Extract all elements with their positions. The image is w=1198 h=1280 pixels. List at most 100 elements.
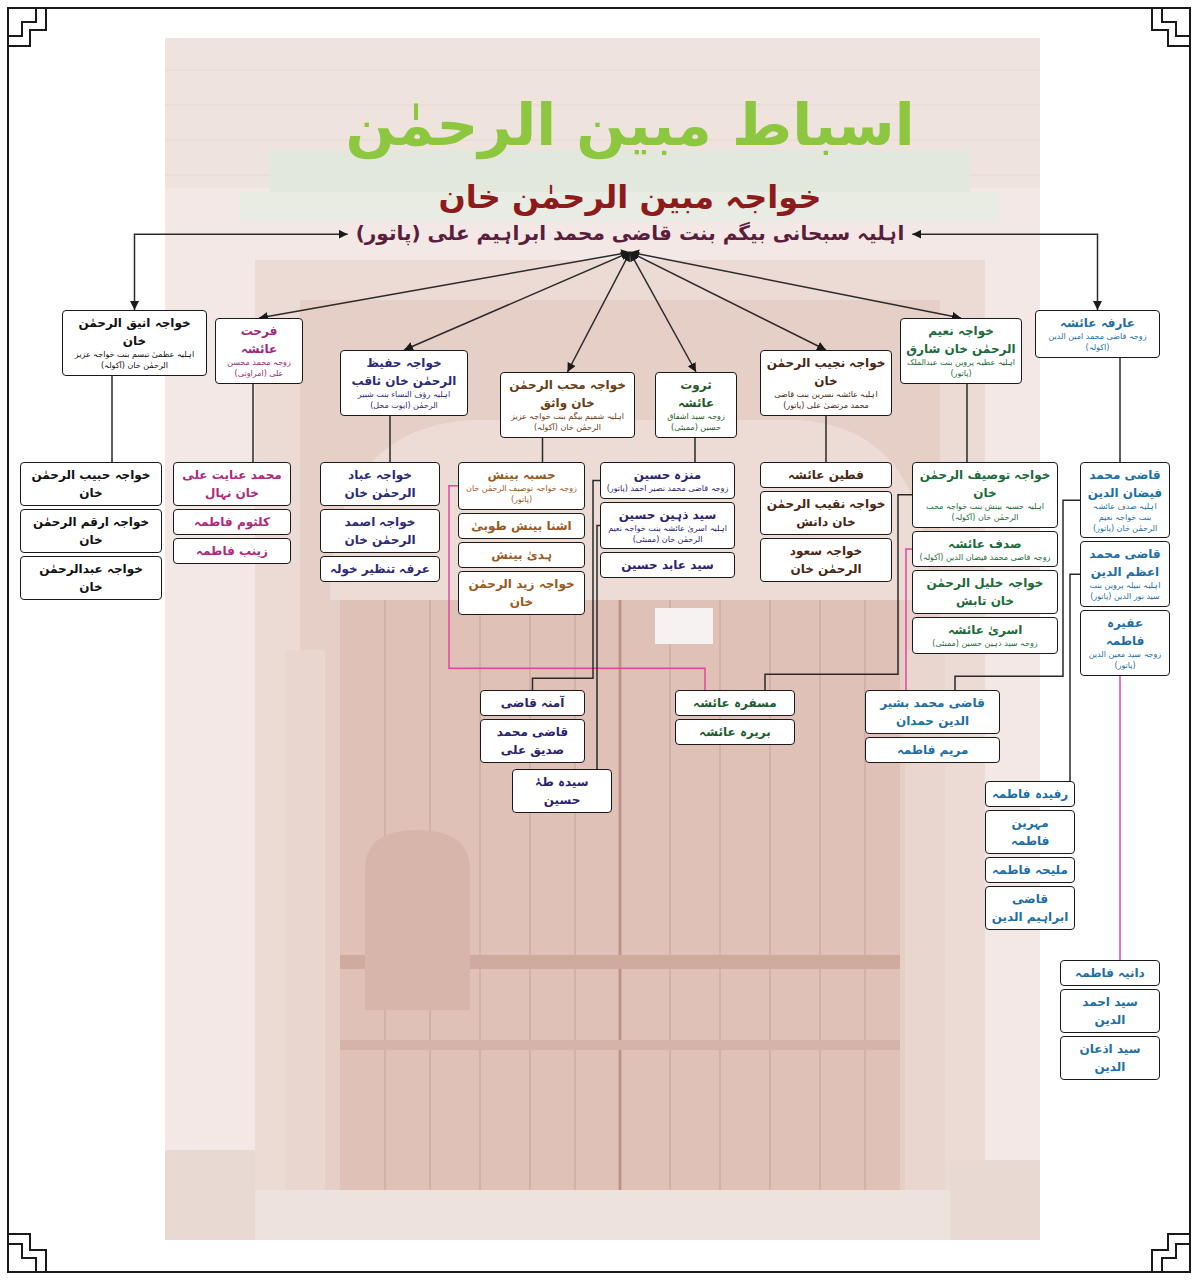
person-box: سید احمد الدین xyxy=(1060,989,1160,1033)
person-name: ہدیٰ بینش xyxy=(464,546,579,564)
frame-corner xyxy=(8,1234,46,1272)
person-box: عارفہ عائشہزوجہ قاضی محمد امین الدین (اک… xyxy=(1035,310,1160,358)
person-name: قاضی محمد بشیر الدین حمدان xyxy=(871,694,994,730)
diagram-title: اسباط مبین الرحمٰن xyxy=(345,88,914,163)
person-box: عرفہ تنظیر خولہ xyxy=(320,556,440,582)
person-name: سید ذہین حسین xyxy=(606,506,729,524)
spouse-note: زوجہ محمد محسن علی (امراوتی) xyxy=(221,358,297,380)
door-sign xyxy=(655,608,713,644)
person-name: سید عابد حسین xyxy=(606,556,729,574)
root-spouse: اہلیہ سبحانی بیگم بنت قاضی محمد ابراہیم … xyxy=(356,219,905,248)
spouse-note: اہلیہ عظمیٰ تبسم بنت خواجہ عزیز الرحمٰن … xyxy=(68,350,201,372)
spouse-note: اہلیہ رؤف النساء بنت شبیر الرحمٰن (ایوت … xyxy=(346,390,462,412)
person-name: محمد عنایت علی خان نہال xyxy=(179,466,285,502)
step xyxy=(165,1150,255,1240)
person-box: مریم فاطمہ xyxy=(865,737,1000,763)
person-box: حسبہ بینشزوجہ خواجہ توصیف الرحمٰن خان (پ… xyxy=(458,462,585,510)
family-link xyxy=(135,234,348,310)
family-link xyxy=(1070,574,1080,781)
person-box: قاضی محمد بشیر الدین حمدان xyxy=(865,690,1000,734)
person-name: آمنہ قاضی xyxy=(486,694,579,712)
person-box: قاضی محمد صدیق علی xyxy=(480,719,585,763)
person-box: مسفرہ عائشہ xyxy=(675,690,795,716)
person-name: صدف عائشہ xyxy=(918,535,1052,553)
person-name: خواجہ سعود الرحمٰن خان xyxy=(766,542,886,578)
person-name: دانیہ فاطمہ xyxy=(1066,964,1154,982)
person-name: خواجہ حبیب الرحمٰن خان xyxy=(26,466,156,502)
spouse-note: زوجہ سید اشفاق حسین (ممبئی) xyxy=(661,412,731,434)
spouse-note: زوجہ سید ذہین حسین (ممبئی) xyxy=(918,639,1052,650)
root-name: خواجہ مبین الرحمٰن خان xyxy=(356,176,905,219)
person-name: رفیدہ فاطمہ xyxy=(991,785,1069,803)
person-name: خواجہ خلیل الرحمٰن خان تابش xyxy=(918,574,1052,610)
person-box: خواجہ انیق الرحمٰن خاناہلیہ عظمیٰ تبسم ب… xyxy=(62,310,207,376)
person-box: خواجہ نقیب الرحمٰن خان دانش xyxy=(760,491,892,535)
person-box: زینب فاطمہ xyxy=(173,538,291,564)
person-name: خواجہ نجیب الرحمٰن خان xyxy=(766,354,886,390)
person-box: خواجہ سعود الرحمٰن خان xyxy=(760,538,892,582)
person-box: محمد عنایت علی خان نہال xyxy=(173,462,291,506)
person-name: خواجہ محب الرحمٰن خان واثق xyxy=(506,376,629,412)
person-box: خواجہ زید الرحمٰن خان xyxy=(458,571,585,615)
person-name: اسریٰ عائشہ xyxy=(918,621,1052,639)
frame-corner xyxy=(1152,8,1190,46)
person-name: ثروت عائشہ xyxy=(661,376,731,412)
spouse-note: اہلیہ صدف عائشہ بنت خواجہ نعیم الرحمٰن خ… xyxy=(1086,502,1164,534)
family-link xyxy=(568,252,631,372)
person-box: مہرین فاطمہ xyxy=(985,810,1075,854)
person-name: خواجہ اصمد الرحمٰن خان xyxy=(326,513,434,549)
person-name: فطین عائشہ xyxy=(766,466,886,484)
person-box: سید ذہین حسیناہلیہ اسریٰ عائشہ بنت خواجہ… xyxy=(600,502,735,550)
person-box: خواجہ توصیف الرحمٰن خاناہلیہ حسبہ بینش ب… xyxy=(912,462,1058,528)
person-box: خواجہ ارقم الرحمٰن خان xyxy=(20,509,162,553)
person-name: اشنا بینش طوبیٰ xyxy=(464,517,579,535)
person-name: سیدہ طہٰ حسین xyxy=(518,773,606,809)
spouse-note: زوجہ سید معین الدین (پاتور) xyxy=(1086,650,1164,672)
family-link xyxy=(630,252,696,372)
person-name: عارفہ عائشہ xyxy=(1041,314,1154,332)
person-box: اشنا بینش طوبیٰ xyxy=(458,513,585,539)
person-box: منزہ حسینزوجہ قاضی محمد نصیر احمد (پاتور… xyxy=(600,462,735,499)
person-name: عرفہ تنظیر خولہ xyxy=(326,560,434,578)
person-name: خواجہ حفیظ الرحمٰن خان ثاقب xyxy=(346,354,462,390)
person-box: قاضی محمد فیضان الدیناہلیہ صدف عائشہ بنت… xyxy=(1080,462,1170,538)
person-name: عفیرہ فاطمہ xyxy=(1086,614,1164,650)
spouse-note: اہلیہ عطیہ پروین بنت عبدالملک (پاتور) xyxy=(906,358,1016,380)
person-name: زینب فاطمہ xyxy=(179,542,285,560)
frame-corner xyxy=(1152,1234,1190,1272)
person-name: بریرہ عائشہ xyxy=(681,723,789,741)
person-name: سید احمد الدین xyxy=(1066,993,1154,1029)
person-name: مریم فاطمہ xyxy=(871,741,994,759)
door-niche xyxy=(365,830,470,1010)
person-box: ثروت عائشہزوجہ سید اشفاق حسین (ممبئی) xyxy=(655,372,737,438)
floor xyxy=(165,1190,1040,1240)
person-name: سید اذعان الدین xyxy=(1066,1040,1154,1076)
person-name: خواجہ زید الرحمٰن خان xyxy=(464,575,579,611)
spouse-note: اہلیہ نبیلہ پروین بنت سید نور الدین (پات… xyxy=(1086,581,1164,603)
person-box: ہدیٰ بینش xyxy=(458,542,585,568)
spouse-note: زوجہ قاضی محمد فیضان الدین (آکولہ) xyxy=(918,553,1052,564)
person-name: فرحت عائشہ xyxy=(221,322,297,358)
person-box: عفیرہ فاطمہزوجہ سید معین الدین (پاتور) xyxy=(1080,610,1170,676)
person-box: بریرہ عائشہ xyxy=(675,719,795,745)
person-name: خواجہ ارقم الرحمٰن خان xyxy=(26,513,156,549)
family-link xyxy=(694,438,696,462)
person-name: قاضی محمد اعظم الدین xyxy=(1086,545,1164,581)
family-link xyxy=(259,252,630,318)
person-name: قاضی محمد صدیق علی xyxy=(486,723,579,759)
spouse-note: اہلیہ شمیم بیگم بنت خواجہ عزیز الرحمٰن خ… xyxy=(506,412,629,434)
person-box: قاضی ابراہیم الدین xyxy=(985,886,1075,930)
person-box: دانیہ فاطمہ xyxy=(1060,960,1160,986)
person-box: قاضی محمد اعظم الدیناہلیہ نبیلہ پروین بن… xyxy=(1080,541,1170,607)
person-name: خواجہ نعیم الرحمٰن خان شارق xyxy=(906,322,1016,358)
person-box: خواجہ عباد الرحمٰن خان xyxy=(320,462,440,506)
person-box: رفیدہ فاطمہ xyxy=(985,781,1075,807)
person-name: ملیحہ فاطمہ xyxy=(991,861,1069,879)
spouse-note: زوجہ قاضی محمد امین الدین (اکولہ) xyxy=(1041,332,1154,354)
person-name: خواجہ عبدالرحمٰن خان xyxy=(26,560,156,596)
iron-band xyxy=(340,1040,900,1050)
spouse-note: اہلیہ عائشہ نسرین بنت قاضی محمد مرتضیٰ ع… xyxy=(766,390,886,412)
family-link xyxy=(542,438,544,462)
door-recess xyxy=(300,300,940,1200)
